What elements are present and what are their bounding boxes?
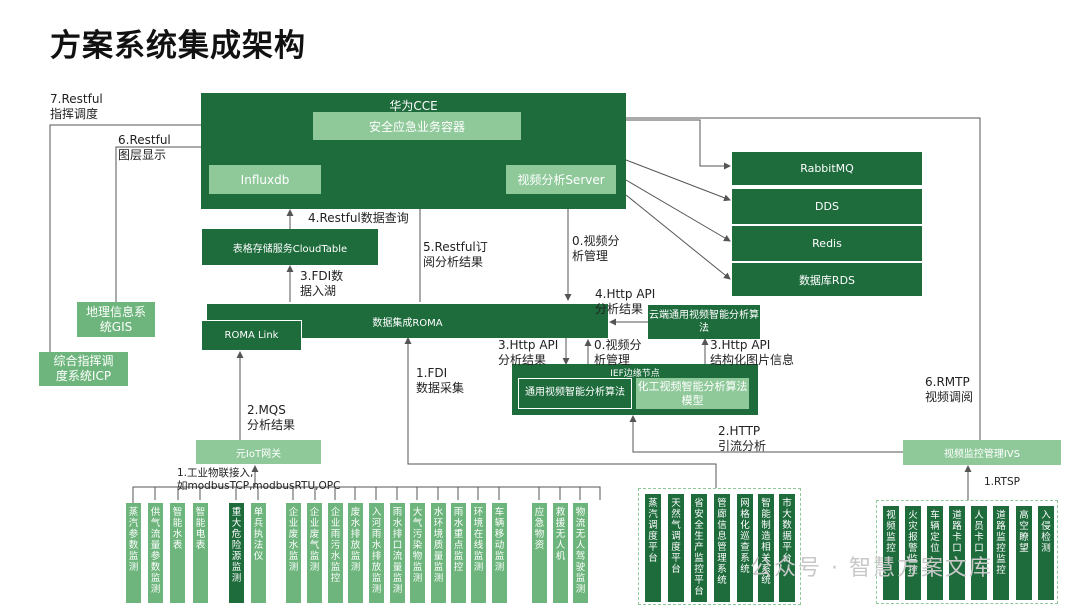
device-air-pollutant: 大气污染物监测 [410, 503, 425, 603]
platform-group [638, 488, 801, 605]
rabbitmq-box: RabbitMQ [732, 152, 922, 185]
platform-provincial-safety: 省安全生产监控平台 [691, 494, 707, 602]
influxdb-box: Influxdb [209, 165, 321, 194]
device-law-enforcement: 单兵执法仪 [251, 503, 266, 603]
device-water-quality: 水环境质量监测 [431, 503, 446, 603]
device-vehicle-mobile: 车辆移动监测 [492, 503, 507, 603]
iot-gateway-box: 元IoT网关 [196, 440, 321, 464]
camera-personnel-checkpoint: 人员卡口 [971, 506, 987, 600]
label-3-fdi-ingest: 3.FDI数据入湖 [300, 269, 344, 298]
roma-link-box: ROMA Link [201, 320, 302, 351]
dds-box: DDS [732, 189, 922, 224]
label-4-restful-query: 4.Restful数据查询 [308, 211, 409, 225]
platform-smart-manufacturing: 智能制造相关系统 [758, 494, 774, 602]
camera-group [876, 500, 1058, 604]
device-gas-flow: 供气流量参数监测 [148, 503, 163, 603]
device-river-rain-discharge: 入河雨水排放监测 [369, 503, 384, 603]
camera-intrusion-detection: 入侵检测 [1038, 506, 1054, 600]
device-waste-gas: 企业废气监测 [307, 503, 322, 603]
device-logistics-driverless: 物流无人驾驶监测 [573, 503, 588, 603]
device-env-online: 环境在线监测 [471, 503, 486, 603]
watermark: 公众号 · 智慧方案文库 [750, 556, 993, 581]
camera-high-altitude: 高空瞭望 [1016, 506, 1032, 600]
label-0-video-management-top: 0.视频分析管理 [572, 234, 620, 263]
device-water-meter: 智能水表 [170, 503, 185, 603]
cloudtable-box: 表格存储服务CloudTable [202, 229, 378, 265]
ivs-box: 视频监控管理IVS [903, 440, 1061, 465]
security-business-container: 安全应急业务容器 [313, 112, 521, 140]
video-analysis-server-box: 视频分析Server [506, 165, 616, 194]
device-electric-meter: 智能电表 [193, 503, 208, 603]
label-1-iot-access: 1.工业物联接入,如modbusTCP,modbusRTU,OPC [177, 467, 341, 492]
device-rain-sewage: 企业雨污水监控 [328, 503, 343, 603]
page-title: 方案系统集成架构 [50, 28, 306, 64]
cce-label: 华为CCE [389, 99, 438, 113]
device-rain-outlet-flow: 雨水排口流量监测 [390, 503, 405, 603]
chemical-video-algorithm-box: 化工视频智能分析算法模型 [636, 378, 749, 409]
platform-pipe-gallery: 管廊信息管理系统 [714, 494, 730, 602]
camera-road-monitor: 道路监控监控 [993, 506, 1009, 600]
rds-box: 数据库RDS [732, 263, 922, 296]
platform-steam-dispatch: 蒸汽调度平台 [645, 494, 661, 602]
cloud-video-algorithm-box: 云端通用视频智能分析算法 [648, 305, 760, 339]
device-hazard-source: 重大危险源监测 [229, 503, 244, 603]
general-video-algorithm-box: 通用视频智能分析算法 [518, 378, 632, 409]
platform-city-big-data: 市大数据平台 [779, 494, 795, 602]
platform-grid-patrol: 网格化巡查系统 [737, 494, 753, 602]
device-rain-key-monitor: 雨水重点监控 [451, 503, 466, 603]
label-0-video-management-bottom: 0.视频分析管理 [594, 338, 642, 367]
ief-label: IEF边缘节点 [610, 369, 660, 379]
redis-box: Redis [732, 226, 922, 261]
device-emergency-supplies: 应急物资 [532, 503, 547, 603]
device-wastewater: 企业废水监测 [286, 503, 301, 603]
gis-box: 地理信息系统GIS [77, 302, 155, 337]
label-1-rtsp: 1.RTSP [984, 476, 1020, 488]
device-steam-params: 蒸汽参数监测 [126, 503, 141, 603]
device-wastewater-discharge: 废水排放监测 [348, 503, 363, 603]
camera-fire-alarm: 火灾报警监控 [905, 506, 921, 600]
camera-road-checkpoint: 道路卡口 [949, 506, 965, 600]
label-5-restful-subscribe: 5.Restful订阅分析结果 [423, 240, 488, 269]
icp-box: 综合指挥调度系统ICP [39, 352, 128, 386]
camera-video-monitor: 视频监控 [883, 506, 899, 600]
device-rescue-drone: 救援无人机 [553, 503, 568, 603]
camera-vehicle-location: 车辆定位 [927, 506, 943, 600]
platform-gas-dispatch: 天然气调度平台 [668, 494, 684, 602]
